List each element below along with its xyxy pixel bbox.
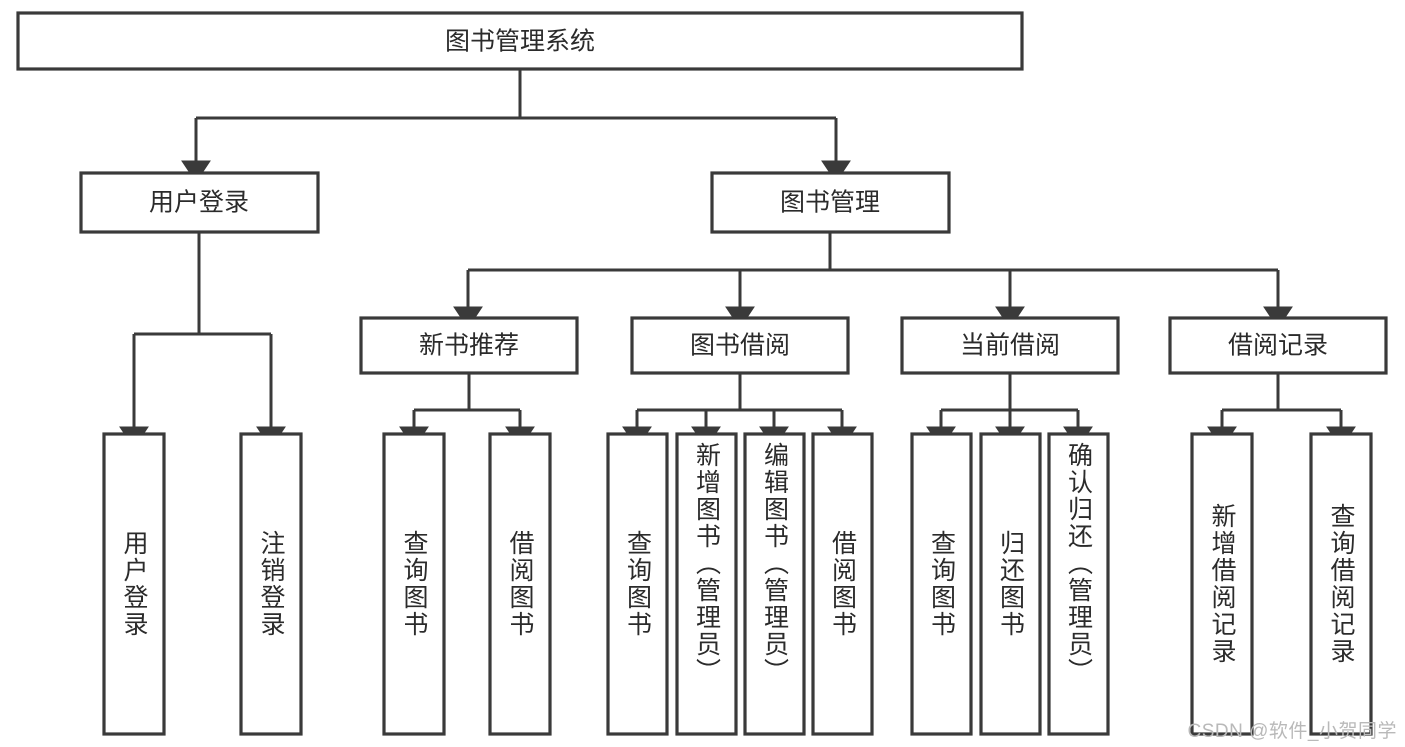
leaf-box-query-book-3[interactable] xyxy=(910,432,973,736)
node-current-borrow[interactable]: 当前借阅 xyxy=(900,316,1120,375)
node-new-book-recommend[interactable]: 新书推荐 xyxy=(359,316,579,375)
borrow-record-box[interactable] xyxy=(1168,316,1388,375)
leaf-box-borrow-book-1[interactable] xyxy=(488,432,552,736)
node-borrow-record[interactable]: 借阅记录 xyxy=(1168,316,1388,375)
connector-current-borrow-to-leaves xyxy=(926,373,1093,449)
user-login-label: 用户登录 xyxy=(149,189,249,217)
connector-book-manage-to-level2 xyxy=(453,232,1293,329)
connector-borrow-record-to-leaves xyxy=(1207,373,1356,449)
node-root[interactable]: 图书管理系统 xyxy=(16,11,1024,71)
book-borrow-box[interactable] xyxy=(630,316,850,375)
node-user-login[interactable]: 用户登录 xyxy=(79,171,320,234)
book-manage-label: 图书管理 xyxy=(780,189,880,217)
current-borrow-box[interactable] xyxy=(900,316,1120,375)
book-borrow-label: 图书借阅 xyxy=(690,332,790,360)
leaf-box-add-borrow-record[interactable] xyxy=(1190,432,1254,736)
leaf-box-query-borrow-record[interactable] xyxy=(1309,432,1373,736)
leaf-box-edit-book-admin[interactable] xyxy=(743,432,806,736)
leaf-box-return-book[interactable] xyxy=(979,432,1042,736)
current-borrow-label: 当前借阅 xyxy=(960,332,1060,360)
leaf-box-user-login[interactable] xyxy=(102,432,166,736)
book-manage-box[interactable] xyxy=(710,171,951,234)
connector-book-borrow-to-leaves xyxy=(622,373,857,449)
node-book-manage[interactable]: 图书管理 xyxy=(710,171,951,234)
new-book-recommend-box[interactable] xyxy=(359,316,579,375)
connector-new-book-to-leaves xyxy=(399,373,535,449)
borrow-record-label: 借阅记录 xyxy=(1228,332,1328,360)
leaf-box-query-book-1[interactable] xyxy=(382,432,446,736)
node-book-borrow[interactable]: 图书借阅 xyxy=(630,316,850,375)
leaf-box-add-book-admin[interactable] xyxy=(675,432,738,736)
connector-user-login-to-leaves xyxy=(119,232,286,449)
leaf-box-confirm-return-admin[interactable] xyxy=(1047,432,1110,736)
new-book-recommend-label: 新书推荐 xyxy=(419,332,519,360)
leaf-box-logout[interactable] xyxy=(239,432,303,736)
csdn-watermark: CSDN @软件_小贺同学 xyxy=(1187,721,1397,742)
connector-root-to-level1 xyxy=(181,69,851,183)
root-box[interactable] xyxy=(16,11,1024,71)
root-label: 图书管理系统 xyxy=(445,28,595,56)
leaf-box-query-book-2[interactable] xyxy=(606,432,669,736)
leaf-box-borrow-book-2[interactable] xyxy=(811,432,874,736)
